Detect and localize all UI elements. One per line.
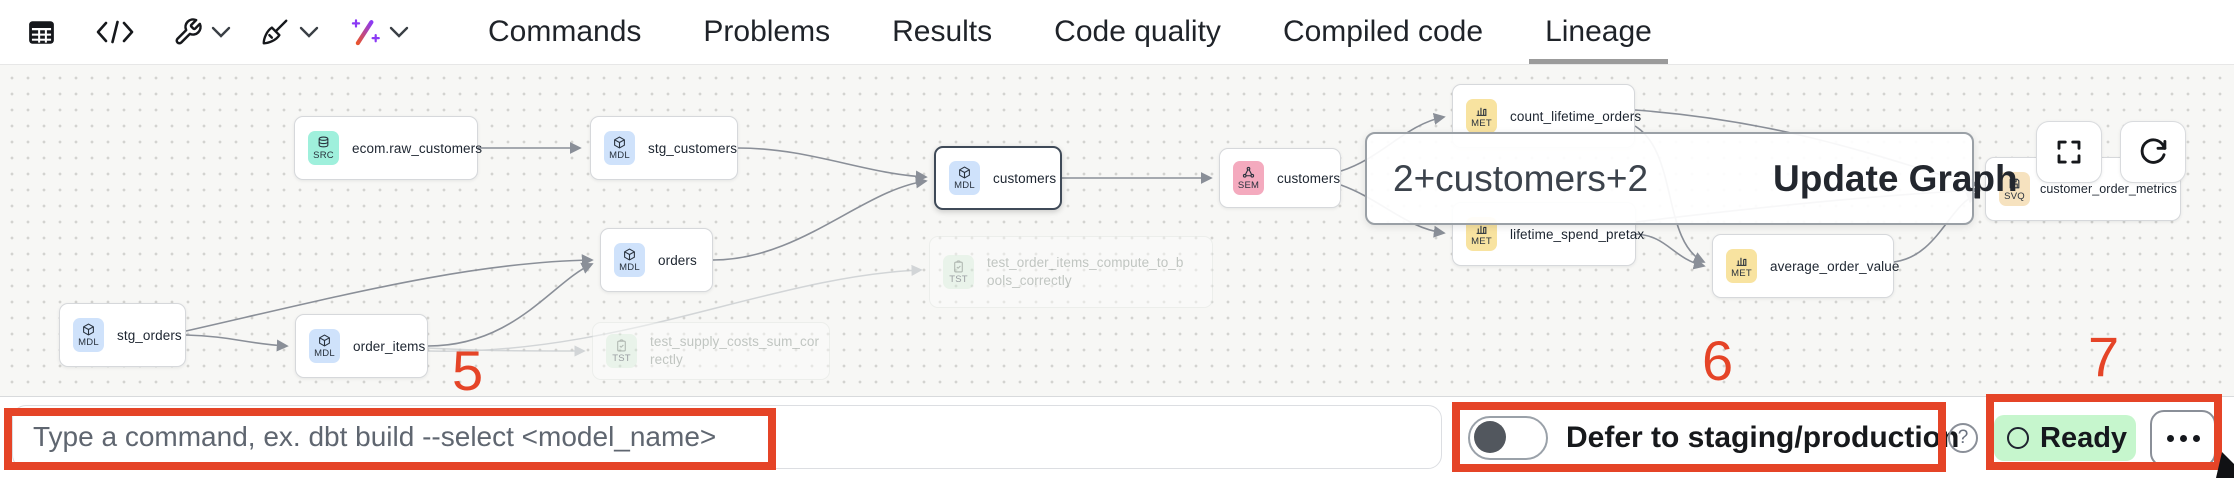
badge-label: TST [612, 352, 631, 364]
status-badge[interactable]: Ready [1994, 415, 2136, 461]
update-graph-button[interactable]: Update Graph [1773, 157, 2018, 199]
tab-commands[interactable]: Commands [488, 15, 642, 48]
badge-label: MDL [619, 261, 640, 273]
node-label: test_supply_costs_sum_correctly [650, 333, 820, 367]
tab-compiled-code[interactable]: Compiled code [1282, 15, 1484, 48]
model-badge: MDL [73, 318, 104, 352]
node-customers-semantic[interactable]: SEM customers [1219, 148, 1341, 208]
saved-query-badge: SVQ [1999, 172, 2030, 206]
tab-code-quality[interactable]: Code quality [1054, 15, 1221, 48]
node-label: stg_orders [117, 327, 182, 343]
node-test-order-items[interactable]: TST test_order_items_compute_to_bools_co… [929, 236, 1213, 308]
badge-label: MDL [609, 149, 630, 161]
node-label: stg_customers [648, 140, 738, 156]
broom-icon[interactable] [259, 10, 291, 54]
refresh-button[interactable] [2120, 121, 2186, 183]
panel-tabs: Commands Problems Results Code quality C… [488, 0, 1668, 64]
tab-results[interactable]: Results [892, 15, 993, 48]
node-label: customer_order_metrics [2040, 182, 2177, 196]
source-badge: SRC [308, 131, 339, 165]
code-icon[interactable] [95, 10, 135, 54]
node-order-items[interactable]: MDL order_items [295, 314, 428, 378]
status-label: Ready [2040, 421, 2128, 454]
table-icon[interactable] [28, 10, 55, 54]
badge-label: MDL [954, 179, 975, 191]
fullscreen-icon [2057, 140, 2081, 164]
refresh-icon [2140, 138, 2167, 164]
badge-label: SVQ [2004, 190, 2025, 202]
node-stg-orders[interactable]: MDL stg_orders [59, 303, 186, 367]
dot-icon [2192, 435, 2200, 442]
node-average-order-value[interactable]: MET average_order_value [1712, 234, 1899, 298]
node-label: customers [1277, 170, 1341, 186]
metric-badge: MET [1466, 99, 1497, 133]
badge-label: SEM [1237, 179, 1260, 191]
test-badge: TST [606, 334, 637, 368]
node-label: orders [658, 252, 697, 268]
defer-toggle[interactable] [1468, 416, 1548, 460]
node-label: count_lifetime_orders [1510, 108, 1642, 124]
test-badge: TST [943, 255, 974, 289]
badge-label: TST [949, 273, 968, 285]
editor-icon-group [0, 10, 409, 54]
model-badge: MDL [614, 243, 645, 277]
help-icon[interactable]: ? [1948, 423, 1978, 453]
node-test-supply-costs[interactable]: TST test_supply_costs_sum_correctly [592, 322, 830, 380]
badge-label: MDL [78, 336, 99, 348]
tab-lineage[interactable]: Lineage [1529, 0, 1668, 64]
node-orders[interactable]: MDL orders [600, 228, 713, 292]
lineage-canvas[interactable]: SRC ecom.raw_customers MDL stg_customers… [0, 64, 2234, 396]
wrench-dropdown-chevron-icon[interactable] [211, 26, 231, 38]
wrench-icon[interactable] [173, 10, 203, 54]
command-input[interactable] [31, 420, 1392, 454]
node-label: order_items [353, 338, 426, 354]
semantic-badge: SEM [1233, 161, 1264, 195]
tab-problems[interactable]: Problems [703, 15, 831, 48]
selector-input[interactable]: 2+customers+2 [1393, 157, 1649, 199]
badge-label: SRC [313, 149, 334, 161]
fullscreen-button[interactable] [2036, 121, 2102, 183]
defer-label: Defer to staging/production [1566, 421, 1960, 454]
dot-icon [2179, 435, 2187, 442]
node-label: customers [993, 170, 1057, 186]
more-options-button[interactable] [2150, 410, 2216, 467]
command-input-box [12, 405, 1442, 469]
badge-label: MET [1471, 235, 1492, 247]
model-badge: MDL [604, 131, 635, 165]
node-label: ecom.raw_customers [352, 140, 483, 156]
metric-badge: MET [1726, 249, 1757, 283]
node-stg-customers[interactable]: MDL stg_customers [590, 116, 738, 180]
bottom-bar: Defer to staging/production ? Ready [0, 396, 2234, 479]
defer-control: Defer to staging/production [1468, 397, 1959, 479]
magic-wand-icon[interactable] [347, 10, 381, 54]
dot-icon [2166, 435, 2174, 442]
broom-dropdown-chevron-icon[interactable] [299, 26, 319, 38]
model-badge: MDL [309, 329, 340, 363]
model-badge: MDL [949, 161, 980, 195]
node-label: lifetime_spend_pretax [1510, 226, 1645, 242]
magic-wand-dropdown-chevron-icon[interactable] [389, 26, 409, 38]
badge-label: MDL [314, 347, 335, 359]
node-label: average_order_value [1770, 258, 1900, 274]
toggle-knob [1474, 421, 1506, 453]
top-toolbar: Commands Problems Results Code quality C… [0, 0, 2234, 65]
lineage-selector: 2+customers+2 Update Graph [1365, 132, 2018, 225]
node-customers-model[interactable]: MDL customers [934, 146, 1062, 210]
node-label: test_order_items_compute_to_bools_correc… [987, 254, 1184, 288]
status-circle-icon [2007, 427, 2029, 449]
node-ecom-raw-customers[interactable]: SRC ecom.raw_customers [294, 116, 482, 180]
badge-label: MET [1471, 117, 1492, 129]
badge-label: MET [1731, 267, 1752, 279]
